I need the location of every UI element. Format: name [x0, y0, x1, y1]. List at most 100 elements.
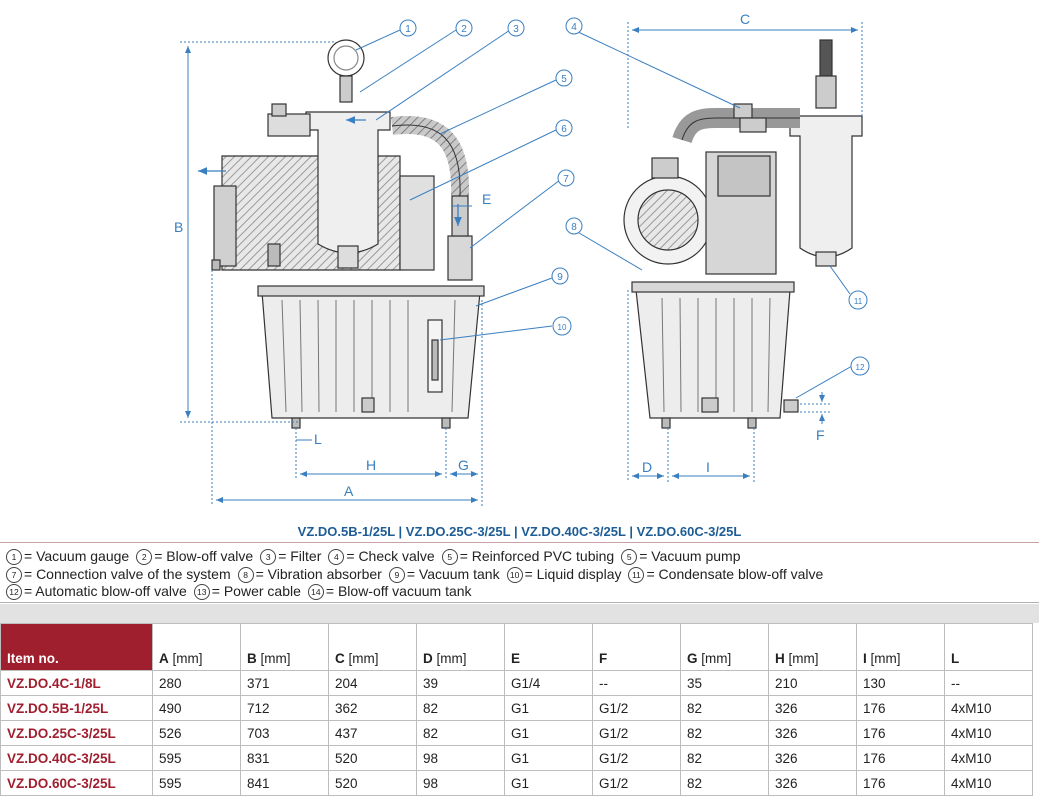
table-cell: 130	[856, 670, 945, 696]
table-cell: G1	[504, 770, 593, 796]
column-header: I [mm]	[856, 623, 945, 671]
item-number-cell: VZ.DO.5B-1/25L	[0, 695, 153, 721]
dim-label-l: L	[314, 431, 322, 447]
legend-text: = Check valve	[346, 548, 435, 564]
item-number-cell: VZ.DO.60C-3/25L	[0, 770, 153, 796]
table-cell: 176	[856, 720, 945, 746]
svg-text:8: 8	[571, 222, 577, 233]
table-cell: 520	[328, 770, 417, 796]
legend-text: = Power cable	[211, 583, 301, 599]
header-label: E	[511, 651, 521, 666]
table-cell: 82	[680, 770, 769, 796]
table-cell: 39	[416, 670, 505, 696]
table-cell: 82	[416, 695, 505, 721]
header-unit: [mm]	[784, 651, 819, 666]
table-cell: 176	[856, 745, 945, 771]
technical-drawing: B A H G L E C D I F 1 2 3 4 5 6 7 8 9 10…	[174, 11, 870, 506]
divider	[0, 542, 1039, 543]
svg-text:12: 12	[856, 363, 865, 372]
table-cell: 326	[768, 720, 857, 746]
svg-text:9: 9	[557, 272, 563, 283]
item-number-cell: VZ.DO.25C-3/25L	[0, 720, 153, 746]
table-cell: 176	[856, 695, 945, 721]
legend-text: = Filter	[278, 548, 322, 564]
callout-number: 5	[621, 549, 638, 565]
table-cell: --	[944, 670, 1033, 696]
header-unit: [mm]	[344, 651, 379, 666]
table-cell: G1/2	[592, 770, 681, 796]
callout-number: 1	[6, 549, 22, 565]
front-view	[211, 39, 485, 429]
table-cell: 176	[856, 770, 945, 796]
callout-number: 3	[260, 549, 277, 565]
dim-label-i: I	[706, 459, 710, 475]
column-header: G [mm]	[680, 623, 769, 671]
column-header: A [mm]	[152, 623, 241, 671]
side-view	[623, 39, 863, 429]
legend-text: = Vibration absorber	[255, 565, 382, 582]
legend-text: = Automatic blow-off valve	[24, 583, 187, 599]
svg-text:3: 3	[513, 24, 519, 35]
callout-number: 8	[237, 566, 254, 583]
table-cell: 4xM10	[944, 720, 1033, 746]
callout-number: 7	[6, 566, 22, 583]
table-cell: 82	[680, 695, 769, 721]
callout-number: 13	[193, 584, 210, 600]
table-cell: 437	[328, 720, 417, 746]
table-cell: 526	[152, 720, 241, 746]
callout-5: 5	[555, 69, 573, 87]
table-cell: 210	[768, 670, 857, 696]
svg-text:5: 5	[561, 74, 567, 85]
dim-label-a: A	[344, 483, 354, 499]
callout-10: 10	[552, 316, 572, 336]
table-cell: G1	[504, 695, 593, 721]
table-cell: 595	[152, 745, 241, 771]
table-cell: 326	[768, 695, 857, 721]
table-cell: 35	[680, 670, 769, 696]
legend-text: = Condensate blow-off valve	[646, 565, 824, 582]
table-cell: 520	[328, 745, 417, 771]
callout-number: 5	[441, 549, 458, 565]
item-number-cell: VZ.DO.40C-3/25L	[0, 745, 153, 771]
legend-text: = Vacuum pump	[639, 548, 741, 564]
model-title: VZ.DO.5B-1/25L | VZ.DO.25C-3/25L | VZ.DO…	[297, 524, 742, 539]
callout-number: 2	[136, 549, 153, 565]
legend-text: = Blow-off vacuum tank	[325, 583, 472, 599]
table-cell: --	[592, 670, 681, 696]
header-label: C	[335, 651, 345, 666]
callout-9: 9	[551, 267, 569, 285]
table-cell: 204	[328, 670, 417, 696]
header-label: A	[159, 651, 169, 666]
column-header: B [mm]	[240, 623, 329, 671]
table-cell: 490	[152, 695, 241, 721]
callout-markers: 1 2 3 4 5 6 7 8 9 10 11 12	[399, 17, 870, 376]
header-unit: [mm]	[256, 651, 291, 666]
table-cell: 82	[680, 720, 769, 746]
column-header: D [mm]	[416, 623, 505, 671]
column-header: E	[504, 623, 593, 671]
header-label: F	[599, 651, 608, 666]
header-label: L	[951, 651, 960, 666]
column-header: F	[592, 623, 681, 671]
callout-number: 9	[388, 566, 405, 583]
callout-number: 4	[328, 549, 345, 565]
table-cell: G1/4	[504, 670, 593, 696]
divider	[0, 602, 1039, 603]
table-cell: G1	[504, 745, 593, 771]
callout-1: 1	[399, 19, 417, 37]
table-cell: 703	[240, 720, 329, 746]
header-label: H	[775, 651, 785, 666]
callout-11: 11	[848, 290, 868, 310]
table-cell: 4xM10	[944, 745, 1033, 771]
header-unit: [mm]	[697, 651, 732, 666]
column-header: L	[944, 623, 1033, 671]
table-cell: 326	[768, 745, 857, 771]
